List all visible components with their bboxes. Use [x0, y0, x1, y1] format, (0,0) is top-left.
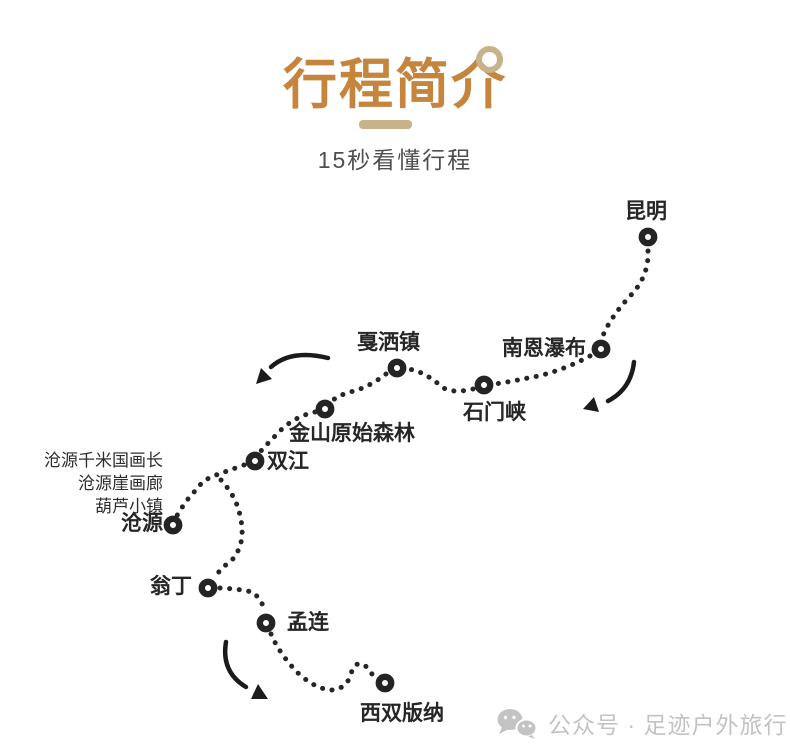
route-junction-wengding — [212, 477, 245, 580]
stop-label-nanen-waterfall: 南恩瀑布 — [502, 337, 586, 360]
highlight-item: 沧源千米国画长 — [44, 451, 163, 470]
page-subtitle: 15秒看懂行程 — [317, 147, 473, 173]
route-jinshan-shuangjiang — [257, 409, 318, 455]
node-shuangjiang — [245, 451, 265, 471]
node-shimen-gorge — [474, 375, 494, 395]
route-jiasa-jinshan — [329, 371, 389, 404]
node-cangyuan — [163, 515, 183, 535]
highlight-item: 葫芦小镇 — [95, 497, 163, 516]
route-kunming-nanen — [599, 248, 651, 341]
page-title: 行程简介 — [283, 55, 507, 115]
title-divider — [359, 120, 412, 129]
direction-arrows — [222, 352, 637, 699]
stop-label-jinshan-primeval-forest: 金山原始森林 — [289, 422, 415, 445]
stop-nodes — [163, 227, 658, 693]
stop-label-menglian: 孟连 — [287, 611, 329, 634]
wechat-icon — [497, 708, 538, 739]
node-kunming — [638, 227, 658, 247]
route-shuangjiang-cangyuan — [173, 462, 247, 520]
node-wengding — [198, 578, 218, 598]
watermark-text: 公众号 · 足迹户外旅行 — [548, 712, 788, 738]
direction-arrow-left-icon — [256, 352, 331, 384]
node-jinshan-primeval-forest — [315, 399, 335, 419]
node-menglian — [256, 613, 276, 633]
stop-label-shimen-gorge: 石门峡 — [463, 401, 526, 424]
route-menglian-xishuangbanna — [268, 631, 377, 693]
ring-icon — [476, 46, 503, 73]
stop-label-cangyuan: 沧源 — [121, 512, 163, 535]
stop-label-jiasa-town: 戛洒镇 — [357, 331, 420, 354]
stop-label-kunming: 昆明 — [625, 200, 667, 223]
highlight-item: 沧源崖画廊 — [78, 474, 163, 493]
stop-label-shuangjiang: 双江 — [267, 450, 309, 473]
node-xishuangbanna — [375, 673, 395, 693]
stop-label-xishuangbanna: 西双版纳 — [360, 702, 444, 725]
route-dotted-path — [173, 248, 651, 693]
watermark: 公众号 · 足迹户外旅行 — [496, 706, 787, 740]
route-nanen-shimen — [492, 353, 593, 387]
node-jiasa-town — [387, 358, 407, 378]
direction-arrow-bottom-icon — [222, 639, 268, 699]
route-shimen-jiasa — [405, 366, 476, 394]
cangyuan-highlights: 沧源千米国画长 沧源崖画廊 葫芦小镇 — [44, 449, 163, 518]
direction-arrow-right-icon — [583, 359, 637, 412]
stop-label-wengding: 翁丁 — [150, 575, 192, 598]
route-wengding-menglian — [217, 585, 267, 613]
node-nanen-waterfall — [591, 339, 611, 359]
